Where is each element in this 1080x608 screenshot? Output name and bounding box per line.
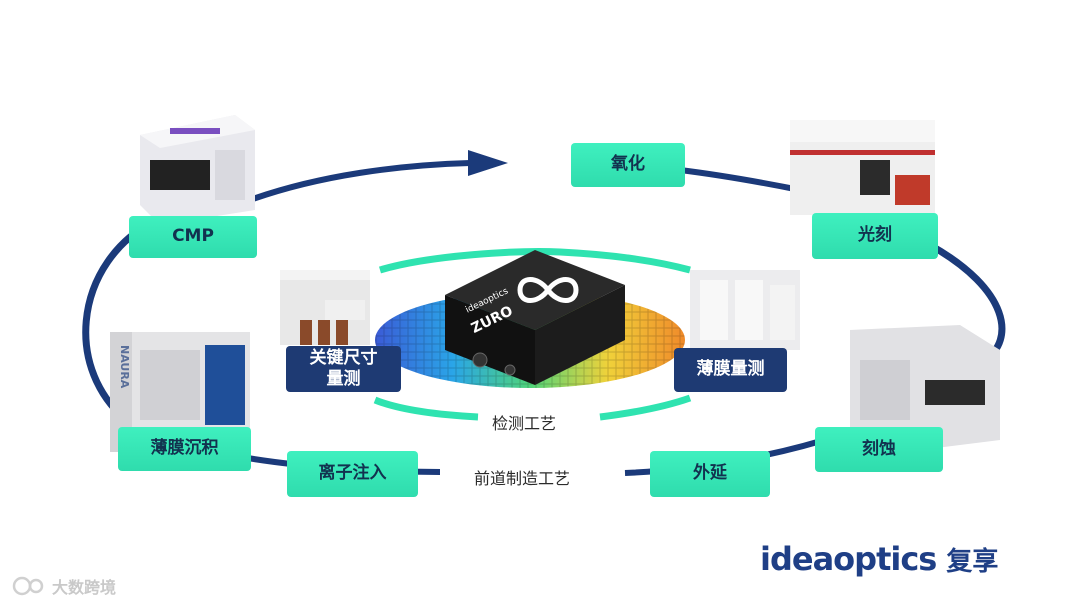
stage-etching: 刻蚀: [815, 427, 943, 472]
inspection-process-caption: 检测工艺: [486, 410, 563, 434]
inner-ring-bottom-left: [373, 396, 479, 421]
etching-equipment-image: [850, 325, 1000, 455]
inner-ring-bottom-right: [599, 394, 692, 421]
chat-bubble-icon: [12, 576, 44, 596]
logo-text: ideaoptics: [760, 540, 937, 578]
cd-measurement-equipment-image: [280, 270, 370, 345]
stage-epitaxy: 外延: [650, 451, 770, 497]
logo-chinese-text: 复享: [946, 546, 999, 577]
watermark: 大数跨境: [10, 574, 116, 598]
film-measurement-equipment-image: [690, 270, 800, 350]
outer-arc-top-right: [679, 167, 801, 193]
stage-cd-measurement: 关键尺寸 量测: [286, 346, 401, 392]
stage-cmp: CMP: [129, 216, 257, 258]
lithography-equipment-image: [790, 120, 935, 215]
stage-lithography: 光刻: [812, 213, 938, 259]
infinity-icon: [517, 277, 579, 303]
stage-ion-implant: 离子注入: [287, 451, 418, 497]
stage-film-deposition: 薄膜沉积: [118, 427, 251, 471]
arrow-right-icon: [468, 150, 508, 176]
outer-arc-top-left: [248, 160, 471, 203]
naura-badge: NAURA: [118, 345, 131, 389]
stage-cd-measurement-line2: 量测: [326, 369, 361, 389]
zuro-spectrometer-device: [445, 250, 625, 385]
cmp-equipment-image: [140, 115, 255, 225]
front-end-process-caption: 前道制造工艺: [468, 465, 577, 489]
stage-film-measurement: 薄膜量测: [674, 348, 787, 392]
inner-ring-top: [378, 248, 691, 274]
watermark-text: 大数跨境: [52, 578, 117, 597]
ideaoptics-logo: ideaoptics 复享: [760, 540, 998, 578]
stage-cd-measurement-line1: 关键尺寸: [309, 347, 378, 368]
stage-oxidation: 氧化: [571, 143, 685, 187]
